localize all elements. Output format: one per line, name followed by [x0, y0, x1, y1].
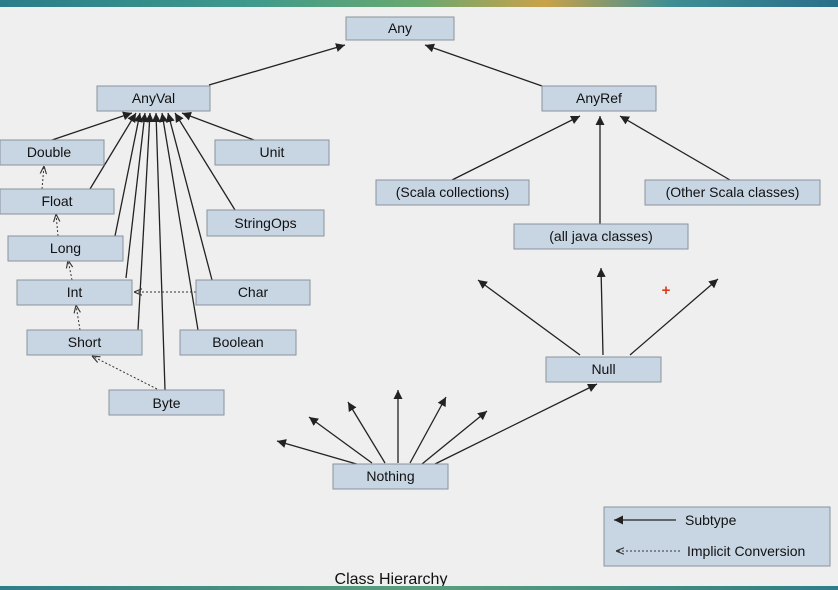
- edge-nothing-3: [347, 401, 386, 464]
- node-long: Long: [7, 235, 124, 262]
- node-all-java-classes-label: (all java classes): [549, 228, 652, 244]
- node-unit: Unit: [214, 139, 330, 166]
- node-double-label: Double: [27, 144, 72, 160]
- node-boolean: Boolean: [179, 329, 297, 356]
- edge-boolean-anyval: [159, 112, 199, 331]
- subtype-edges: [51, 43, 731, 466]
- node-unit-label: Unit: [260, 144, 285, 160]
- node-stringops-label: StringOps: [234, 215, 296, 231]
- legend-conversion-label: Implicit Conversion: [687, 543, 805, 559]
- edge-float-anyval: [89, 112, 137, 190]
- node-scala-collections: (Scala collections): [375, 179, 530, 206]
- node-char: Char: [195, 279, 311, 306]
- edge-anyref-any: [424, 43, 543, 87]
- conv-long-float: [56, 214, 58, 237]
- edge-stringops-anyval: [174, 112, 236, 211]
- edge-otherscala-anyref: [619, 115, 731, 181]
- node-long-label: Long: [50, 240, 81, 256]
- edge-nothing-5: [409, 396, 447, 464]
- node-nothing: Nothing: [332, 463, 449, 490]
- node-stringops: StringOps: [206, 209, 325, 237]
- conversion-edges: [42, 166, 196, 390]
- node-anyval: AnyVal: [96, 85, 211, 112]
- node-anyref-label: AnyRef: [576, 90, 622, 106]
- bottom-decorative-bar: [0, 586, 838, 590]
- node-byte: Byte: [108, 389, 225, 416]
- edge-nothing-2: [308, 416, 373, 464]
- diagram-caption: Class Hierarchy: [335, 571, 448, 588]
- node-int: Int: [16, 279, 133, 306]
- node-nothing-label: Nothing: [366, 468, 414, 484]
- edge-nothing-1: [276, 439, 361, 466]
- node-any: Any: [345, 16, 455, 41]
- conv-float-double: [42, 166, 44, 190]
- node-float-label: Float: [41, 193, 72, 209]
- legend: Subtype Implicit Conversion: [603, 506, 831, 567]
- conv-int-long: [68, 260, 72, 281]
- node-scala-collections-label: (Scala collections): [396, 184, 510, 200]
- node-anyref: AnyRef: [541, 85, 657, 112]
- red-plus-marker: +: [662, 282, 671, 299]
- edge-scalacollections-anyref: [451, 115, 581, 181]
- node-char-label: Char: [238, 284, 269, 300]
- node-boolean-label: Boolean: [212, 334, 263, 350]
- edge-char-anyval: [165, 112, 213, 281]
- node-anyval-label: AnyVal: [132, 90, 175, 106]
- edge-nothing-6: [421, 410, 488, 465]
- edge-long-anyval: [114, 112, 143, 237]
- edge-nothing-null: [434, 383, 598, 465]
- node-short: Short: [26, 329, 143, 356]
- edge-unit-anyval: [181, 111, 255, 141]
- legend-subtype-label: Subtype: [685, 512, 737, 528]
- node-short-label: Short: [68, 334, 102, 350]
- node-other-scala-classes-label: (Other Scala classes): [666, 184, 800, 200]
- node-double: Double: [0, 139, 105, 166]
- edge-int-anyval: [125, 112, 149, 279]
- node-other-scala-classes: (Other Scala classes): [644, 179, 821, 206]
- node-null-label: Null: [591, 361, 615, 377]
- node-float: Float: [0, 188, 115, 215]
- node-any-label: Any: [388, 20, 412, 36]
- conv-byte-short: [92, 356, 158, 390]
- node-all-java-classes: (all java classes): [513, 223, 689, 250]
- conv-short-int: [76, 305, 80, 331]
- node-int-label: Int: [67, 284, 83, 300]
- edge-null-right: [629, 278, 719, 356]
- edge-null-left: [477, 279, 581, 356]
- edge-anyval-any: [208, 43, 346, 86]
- node-byte-label: Byte: [152, 395, 180, 411]
- edge-byte-anyval: [151, 112, 166, 391]
- top-decorative-banner: [0, 0, 838, 7]
- edge-null-up: [596, 267, 606, 356]
- node-null: Null: [545, 356, 662, 383]
- edge-double-anyval: [51, 111, 133, 141]
- edge-short-anyval: [137, 112, 154, 331]
